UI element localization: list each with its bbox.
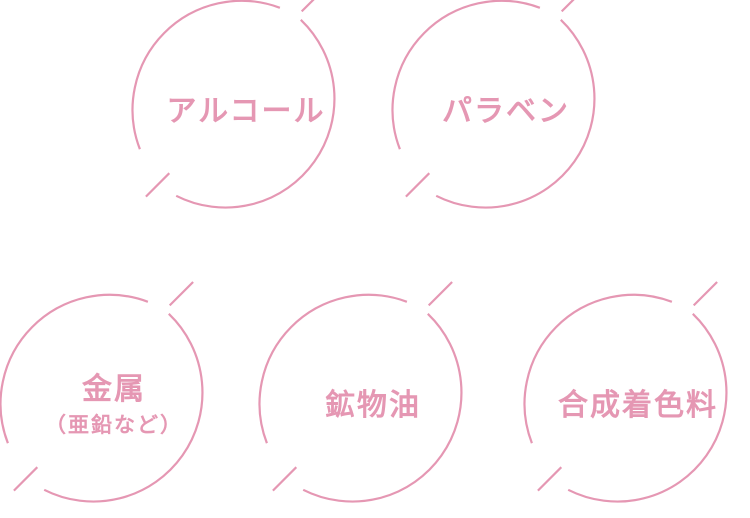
badge-label: パラベン xyxy=(442,94,570,129)
badge-label: アルコール xyxy=(166,94,326,129)
badge-synthetic-colorant: 合成着色料 xyxy=(523,281,750,518)
badge-label: 鉱物油 xyxy=(325,388,421,423)
badge-alcohol: アルコール xyxy=(131,0,358,224)
badge-label: 金属 xyxy=(82,372,146,408)
slashed-circle-icon xyxy=(258,281,463,503)
badge-sublabel: （亜鉛など） xyxy=(45,413,183,438)
badge-mineral-oil: 鉱物油 xyxy=(258,281,485,518)
slashed-circle-icon xyxy=(523,281,728,503)
badge-metal: 金属 （亜鉛など） xyxy=(0,281,226,518)
slashed-circle-icon xyxy=(0,281,204,503)
badge-paraben: パラベン xyxy=(391,0,618,224)
slashed-circle-icon xyxy=(131,0,336,209)
slashed-circle-icon xyxy=(391,0,596,209)
badge-label: 合成着色料 xyxy=(558,388,718,423)
